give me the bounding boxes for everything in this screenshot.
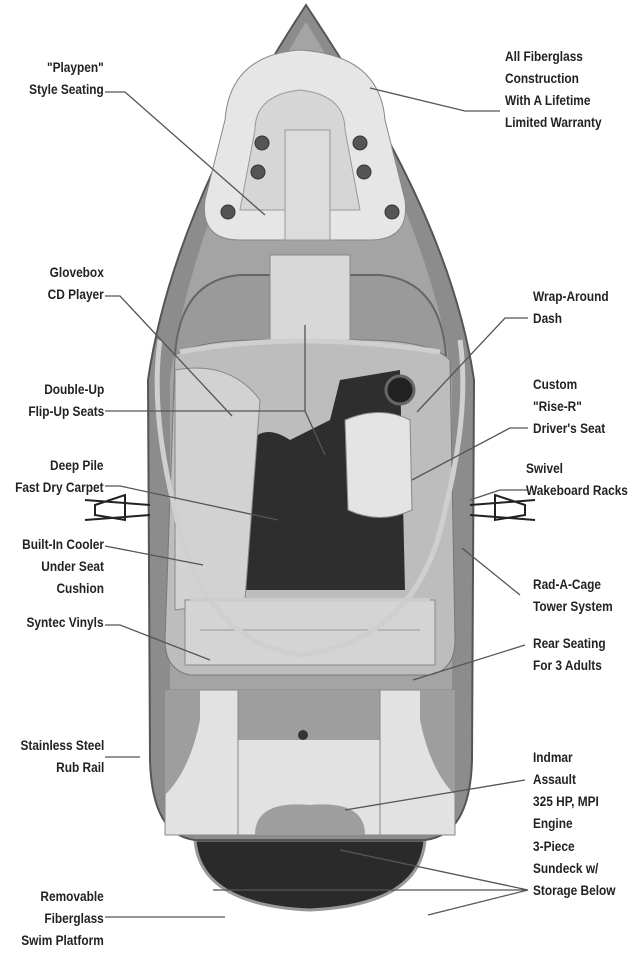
label-line: Fiberglass — [44, 911, 104, 926]
label-glovebox: Glovebox CD Player — [48, 262, 104, 306]
label-line: Glovebox — [49, 265, 104, 280]
swim-platform — [193, 838, 427, 912]
bow-walkthrough — [284, 129, 331, 241]
label-line: "Playpen" — [47, 60, 104, 75]
tower — [154, 339, 466, 658]
label-line: Syntec Vinyls — [26, 615, 104, 630]
label-line: Tower System — [533, 599, 613, 614]
label-dash: Wrap-Around Dash — [533, 286, 609, 330]
label-line: Driver's Seat — [533, 421, 606, 436]
label-line: Style Seating — [29, 82, 104, 97]
label-line: Built-In Cooler — [22, 537, 104, 552]
label-line: Rear Seating — [533, 636, 606, 651]
label-line: Rad-A-Cage — [533, 577, 601, 592]
label-cooler: Built-In Cooler Under Seat Cushion — [22, 534, 104, 600]
label-flip-up-seats: Double-Up Flip-Up Seats — [28, 379, 104, 423]
label-drivers-seat: Custom "Rise-R" Driver's Seat — [533, 374, 605, 440]
label-rub-rail: Stainless Steel Rub Rail — [20, 735, 104, 779]
leader-lines — [104, 87, 529, 918]
label-line: CD Player — [47, 287, 104, 302]
label-playpen-seating: "Playpen" Style Seating — [29, 57, 104, 101]
sundeck-side-accents — [165, 690, 455, 795]
sundeck-bottom-accent — [255, 804, 365, 835]
label-line: Removable — [40, 889, 104, 904]
label-line: Fast Dry Carpet — [15, 480, 104, 495]
label-line: Wakeboard Racks — [526, 483, 628, 498]
label-rear-seating: Rear Seating For 3 Adults — [533, 633, 606, 677]
label-line: Limited Warranty — [505, 115, 602, 130]
label-line: Engine — [533, 816, 573, 831]
label-line: Storage Below — [533, 883, 616, 898]
label-line: All Fiberglass — [505, 49, 583, 64]
label-line: Under Seat — [41, 559, 104, 574]
label-sundeck: 3-Piece Sundeck w/ Storage Below — [533, 836, 616, 902]
label-line: Indmar — [533, 750, 573, 765]
label-line: Dash — [533, 311, 563, 326]
engine-hatch-latch — [298, 730, 308, 740]
label-carpet: Deep Pile Fast Dry Carpet — [16, 455, 104, 499]
label-line: Stainless Steel — [20, 738, 104, 753]
label-line: Deep Pile — [50, 458, 104, 473]
label-line: "Rise-R" — [533, 399, 582, 414]
label-line: Wrap-Around — [533, 289, 609, 304]
label-line: Double-Up — [43, 382, 104, 397]
label-line: Swim Platform — [21, 933, 104, 948]
label-line: Sundeck w/ — [533, 861, 599, 876]
drivers-seat — [344, 412, 413, 518]
cup-holders — [220, 135, 400, 220]
label-swim-platform: Removable Fiberglass Swim Platform — [21, 886, 104, 952]
label-line: 3-Piece — [533, 839, 575, 854]
side-seating — [174, 367, 261, 611]
label-line: Assault — [533, 772, 576, 787]
label-line: For 3 Adults — [533, 658, 602, 673]
label-line: With A Lifetime — [505, 93, 591, 108]
wakeboard-racks — [84, 493, 536, 522]
label-line: Rub Rail — [55, 760, 104, 775]
label-line: Flip-Up Seats — [28, 404, 104, 419]
label-line: Construction — [505, 71, 579, 86]
label-engine: Indmar Assault 325 HP, MPI Engine — [533, 747, 599, 835]
label-fiberglass-construction: All Fiberglass Construction With A Lifet… — [505, 46, 602, 134]
label-line: Custom — [533, 377, 578, 392]
label-wakeboard-racks: Swivel Wakeboard Racks — [526, 458, 628, 502]
label-line: 325 HP, MPI — [533, 794, 599, 809]
label-line: Cushion — [56, 581, 104, 596]
label-tower: Rad-A-Cage Tower System — [533, 574, 613, 618]
label-line: Swivel — [526, 461, 563, 476]
steering-wheel — [384, 374, 416, 406]
sundeck-top-accent — [238, 690, 380, 740]
label-vinyls: Syntec Vinyls — [27, 612, 104, 634]
